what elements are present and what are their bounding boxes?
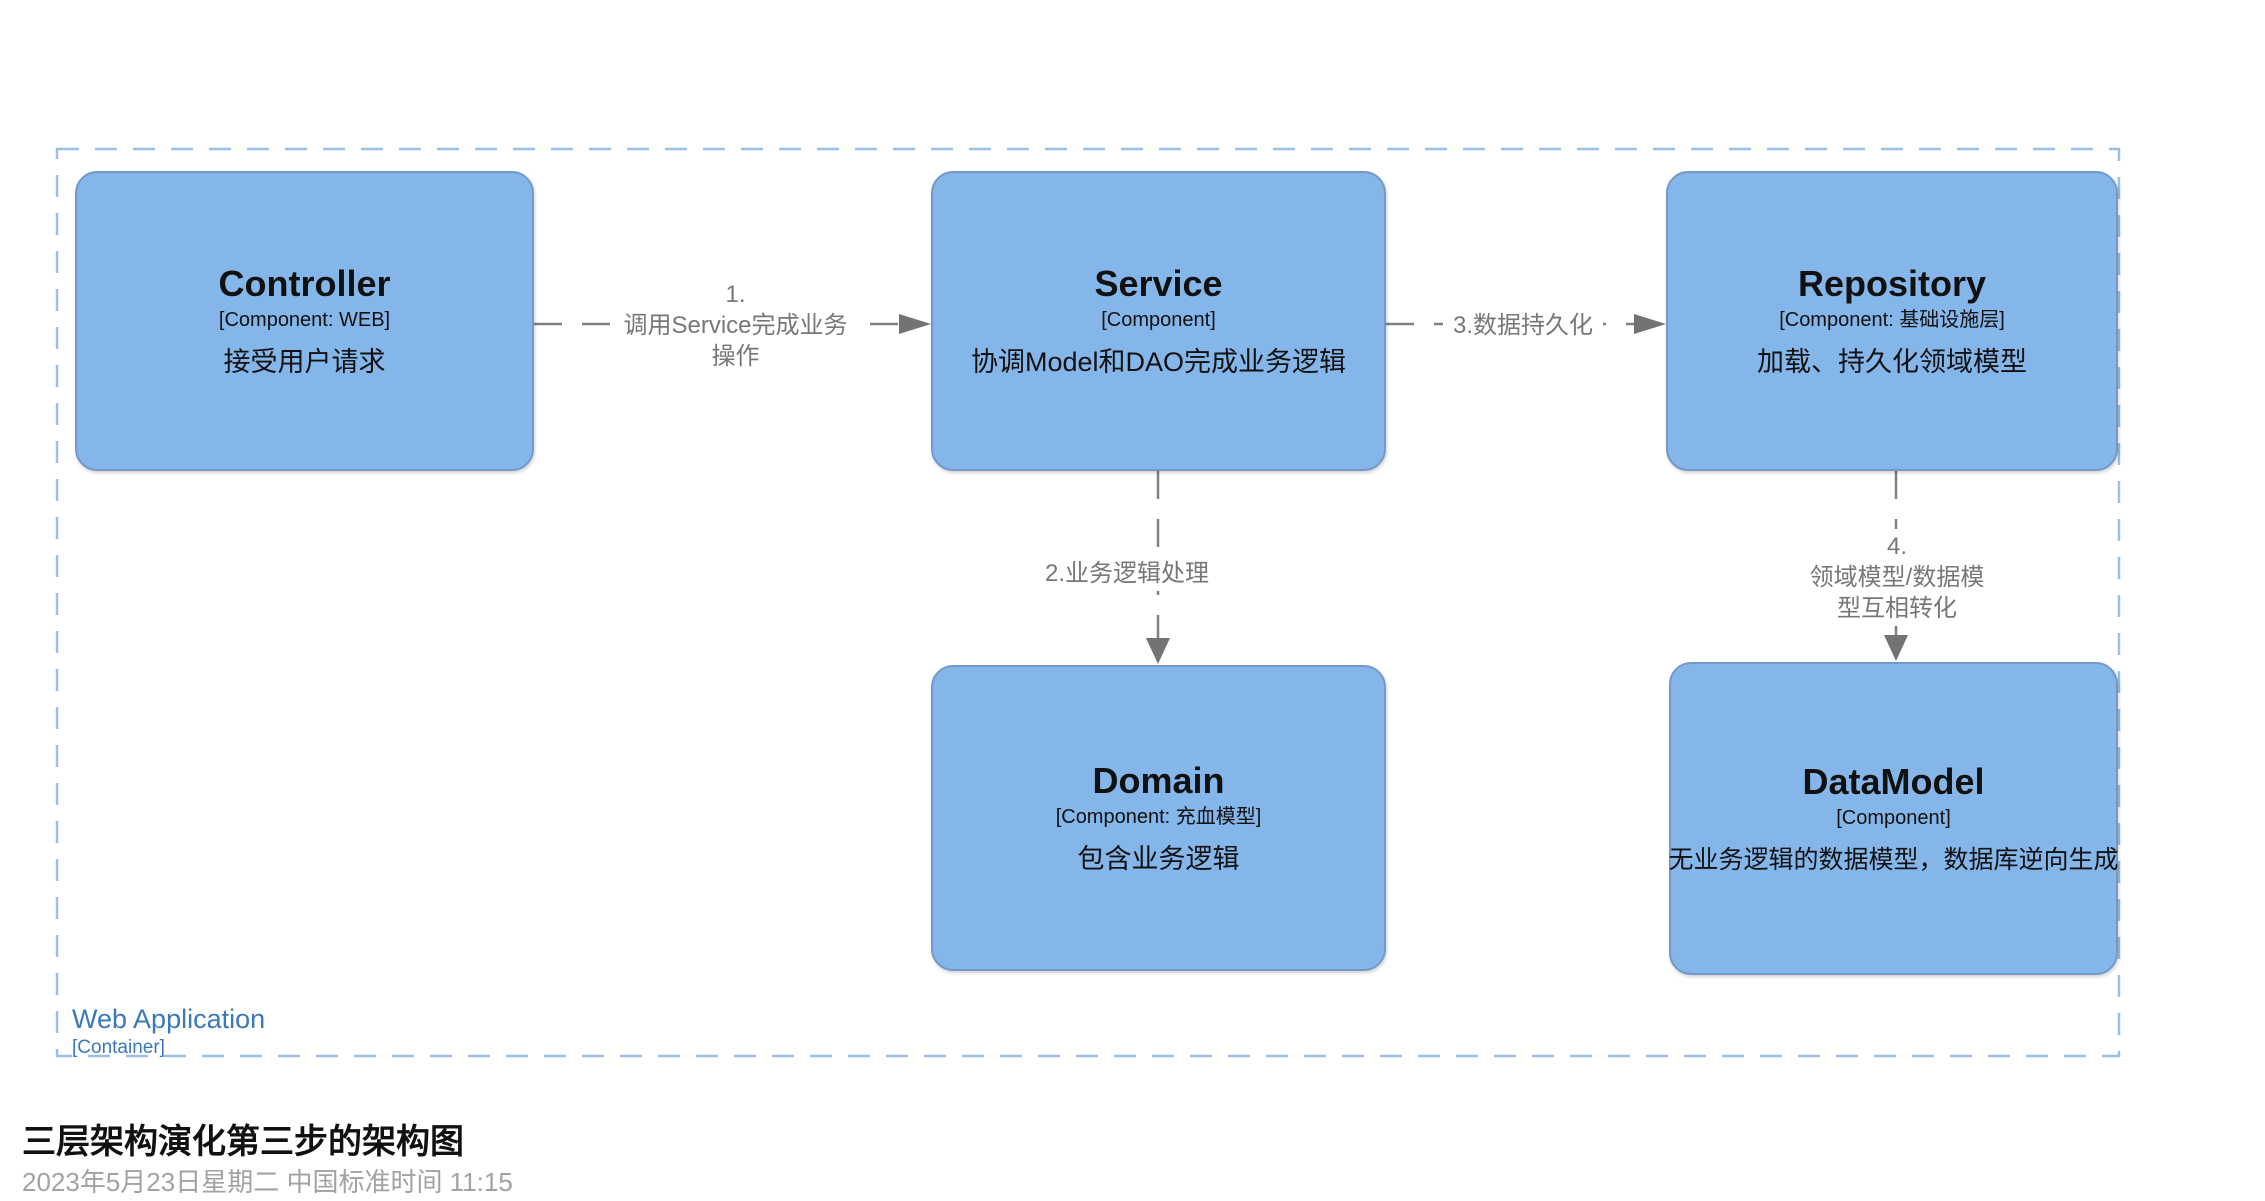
relationship-text: 3.数据持久化 xyxy=(1453,312,1594,339)
relationship-number: 1. xyxy=(725,281,746,308)
component-service: Service [Component] 协调Model和DAO完成业务逻辑 xyxy=(931,171,1386,471)
component-description: 接受用户请求 xyxy=(223,347,386,377)
diagram-title: 三层架构演化第三步的架构图 xyxy=(22,1123,464,1161)
container-type: [Container] xyxy=(72,1037,165,1058)
component-type: [Component: WEB] xyxy=(218,309,391,331)
component-controller: Controller [Component: WEB] 接受用户请求 xyxy=(75,171,534,471)
container-caption: Web Application [Container] xyxy=(72,1002,265,1060)
component-title: Service xyxy=(1094,263,1223,304)
component-description: 协调Model和DAO完成业务逻辑 xyxy=(970,347,1347,377)
relationship-text: 2.业务逻辑处理 xyxy=(1045,560,1210,587)
relationship-label-2: 2.业务逻辑处理 xyxy=(1035,556,1220,591)
component-description: 加载、持久化领域模型 xyxy=(1757,347,2027,377)
arrowhead-rel1 xyxy=(899,314,931,334)
component-title: Controller xyxy=(218,263,391,304)
relationship-number: 4. xyxy=(1886,533,1907,560)
component-domain: Domain [Component: 充血模型] 包含业务逻辑 xyxy=(931,665,1386,971)
diagram-footer: 三层架构演化第三步的架构图 2023年5月23日星期二 中国标准时间 11:15 xyxy=(22,1121,513,1199)
component-type: [Component: 充血模型] xyxy=(1055,806,1262,828)
arrowhead-rel2 xyxy=(1146,638,1170,664)
container-boundary xyxy=(55,147,2121,1058)
relationship-text: 领域模型/数据模型互相转化 xyxy=(1809,564,1985,622)
component-description: 无业务逻辑的数据模型，数据库逆向生成 xyxy=(1668,845,2119,874)
component-datamodel: DataModel [Component] 无业务逻辑的数据模型，数据库逆向生成 xyxy=(1668,662,2119,975)
relationship-label-1: 1. 调用Service完成业务操作 xyxy=(613,277,858,374)
component-repository: Repository [Component: 基础设施层] 加载、持久化领域模型 xyxy=(1666,171,2118,471)
relationship-text: 调用Service完成业务操作 xyxy=(623,312,848,370)
component-type: [Component] xyxy=(1836,806,1951,829)
relationship-label-3: 3.数据持久化 xyxy=(1443,308,1604,343)
component-type: [Component] xyxy=(1101,309,1216,331)
component-title: DataModel xyxy=(1802,760,1985,802)
container-name: Web Application xyxy=(72,1004,266,1034)
component-title: Repository xyxy=(1797,263,1987,304)
arrowhead-rel4 xyxy=(1884,635,1908,661)
component-title: Domain xyxy=(1092,760,1225,801)
diagram-timestamp: 2023年5月23日星期二 中国标准时间 11:15 xyxy=(22,1167,513,1197)
relationship-label-4: 4. 领域模型/数据模型互相转化 xyxy=(1793,529,2001,626)
component-description: 包含业务逻辑 xyxy=(1077,844,1240,874)
component-type: [Component: 基础设施层] xyxy=(1779,309,2005,331)
arrowhead-rel3 xyxy=(1634,314,1666,334)
